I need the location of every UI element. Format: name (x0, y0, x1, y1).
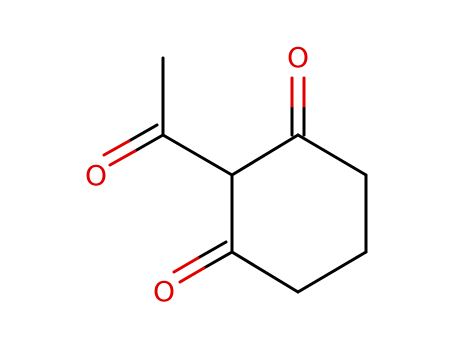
bond-bottom-co-inner-carbon-half (196, 240, 228, 260)
bond-bottom-co-inner-oxygen-half (172, 256, 200, 274)
bond-bottom-co-outer-carbon-half (202, 250, 234, 270)
bond-acetyl-co-outer-carbon-half (133, 133, 165, 153)
bond-bottom-co-outer-oxygen-half (178, 266, 206, 284)
oxygen-atom-label-top: O (287, 41, 309, 74)
oxygen-atom-label-acetyl: O (85, 159, 107, 192)
bond-ring-c4-c3 (230, 250, 300, 294)
bond-acetyl-co-outer-oxygen-half (108, 149, 137, 167)
bond-acetyl-co-inner-oxygen-half (102, 139, 131, 157)
oxygen-atom-label-bottom: O (153, 275, 175, 308)
bond-ring-c5-c4 (296, 250, 368, 294)
bond-ring-c2-c1 (230, 133, 300, 177)
bond-ring-c1-c6 (296, 133, 368, 177)
bond-acetyl-co-inner-carbon-half (127, 123, 159, 143)
bond-acetyl-carbon-ring-c2 (161, 133, 234, 177)
